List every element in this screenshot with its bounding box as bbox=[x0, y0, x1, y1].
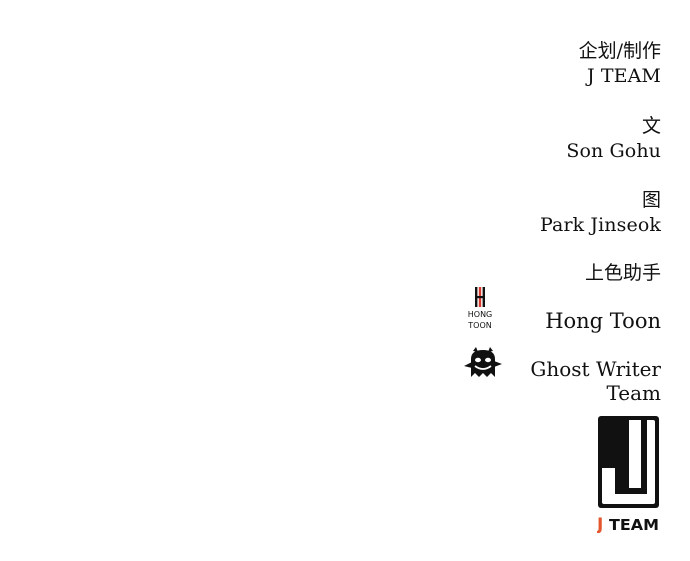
credit-role: 企划/制作 bbox=[578, 40, 661, 62]
hongtoon-logo-icon: HONG TOON bbox=[467, 287, 493, 330]
credit-name: J TEAM bbox=[587, 65, 661, 87]
assistant-name-line2: Team bbox=[606, 381, 661, 405]
assistant-hongtoon: HONG TOON Hong Toon bbox=[461, 285, 661, 335]
credit-planning: 企划/制作 J TEAM bbox=[401, 38, 661, 88]
credit-name: Son Gohu bbox=[566, 140, 661, 162]
credit-artist: 图 Park Jinseok bbox=[401, 187, 661, 237]
credit-role: 图 bbox=[641, 189, 661, 211]
assistant-name: Hong Toon bbox=[545, 309, 661, 333]
jteam-logo-icon: J TEAM bbox=[597, 416, 659, 533]
assistant-ghostwriter: Ghost Writer Team bbox=[461, 345, 661, 407]
credit-role: 文 bbox=[641, 115, 661, 137]
ghost-logo-icon bbox=[464, 347, 502, 377]
hongtoon-logo-text-bottom: TOON bbox=[467, 321, 491, 330]
jteam-wordmark-j: J bbox=[597, 515, 603, 533]
credit-role: 上色助手 bbox=[584, 262, 661, 284]
credit-name: Park Jinseok bbox=[540, 214, 661, 236]
hongtoon-logo-text-top: HONG bbox=[468, 310, 493, 319]
assistant-name: Ghost Writer Team bbox=[511, 357, 661, 405]
jteam-wordmark-team: TEAM bbox=[609, 516, 659, 533]
credit-writer: 文 Son Gohu bbox=[401, 113, 661, 163]
credit-color-assistant: 上色助手 bbox=[401, 260, 661, 286]
assistant-name-line1: Ghost Writer bbox=[530, 357, 661, 381]
